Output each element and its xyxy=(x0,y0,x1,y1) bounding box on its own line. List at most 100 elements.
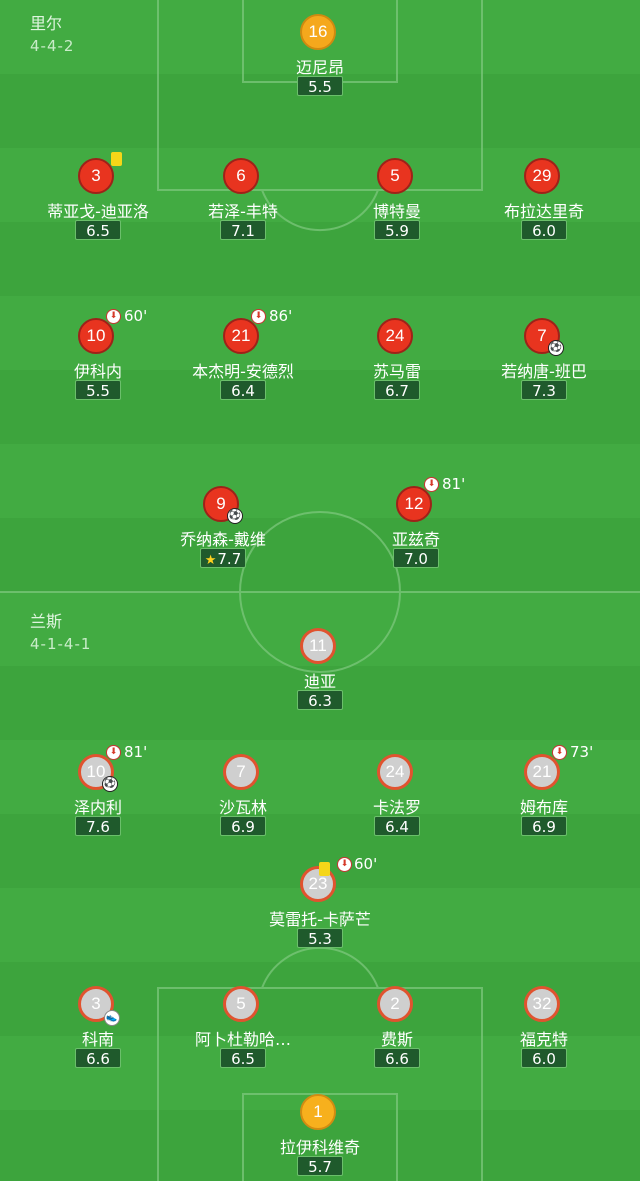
rating-value: 6.0 xyxy=(532,222,556,240)
player-name: 本杰明-安德烈 xyxy=(192,362,294,381)
substitution-icon: ⬇ xyxy=(337,857,352,872)
jersey-number: 24 xyxy=(377,754,413,790)
football-goal-icon: ⚽ xyxy=(548,340,564,356)
player-rating: 6.5 xyxy=(220,1048,266,1068)
yellow-card-icon xyxy=(111,152,122,166)
jersey-number: 23 xyxy=(300,866,336,902)
player-rating: 6.6 xyxy=(75,1048,121,1068)
rating-value: 5.3 xyxy=(308,930,332,948)
player-name: 费斯 xyxy=(380,1030,413,1049)
rating-value: 5.5 xyxy=(308,78,332,96)
jersey-number: 21 xyxy=(524,754,560,790)
jersey-number: 5 xyxy=(377,158,413,194)
rating-value: 6.4 xyxy=(385,818,409,836)
player-name: 乔纳森-戴维 xyxy=(180,530,266,549)
rating-value: 6.6 xyxy=(385,1050,409,1068)
player-rating: ★7.7 xyxy=(200,548,246,568)
rating-value: 6.9 xyxy=(231,818,255,836)
jersey-number: 11 xyxy=(300,628,336,664)
player-name: 布拉达里奇 xyxy=(503,202,584,221)
jersey-number: 10 xyxy=(78,318,114,354)
substitution-time: 60' xyxy=(354,855,378,873)
rating-value: 6.0 xyxy=(532,1050,556,1068)
rating-value: 7.1 xyxy=(231,222,255,240)
rating-value: 6.5 xyxy=(86,222,110,240)
player-rating: 7.0 xyxy=(393,548,439,568)
player-rating: 6.6 xyxy=(374,1048,420,1068)
player-rating: 5.5 xyxy=(297,76,343,96)
player-rating: 6.7 xyxy=(374,380,420,400)
rating-value: 6.3 xyxy=(308,692,332,710)
player-name: 福克特 xyxy=(519,1030,568,1049)
player-rating: 6.0 xyxy=(521,1048,567,1068)
player-rating: 7.6 xyxy=(75,816,121,836)
substitution-icon: ⬇ xyxy=(552,745,567,760)
away-formation: 4-1-4-1 xyxy=(30,635,92,653)
home-team-name: 里尔 xyxy=(30,14,63,33)
rating-value: 5.9 xyxy=(385,222,409,240)
jersey-number: 5 xyxy=(223,986,259,1022)
player-name: 科南 xyxy=(81,1030,114,1049)
rating-value: 6.4 xyxy=(231,382,255,400)
player-name: 沙瓦林 xyxy=(218,798,267,817)
rating-value: 7.7 xyxy=(217,550,242,568)
player-name: 若泽-丰特 xyxy=(208,202,278,221)
home-player-card[interactable]: 9⚽ 乔纳森-戴维★7.7 xyxy=(143,486,303,606)
jersey-number: 3 xyxy=(78,158,114,194)
player-rating: 7.3 xyxy=(521,380,567,400)
rating-value: 6.5 xyxy=(231,1050,255,1068)
player-rating: 6.9 xyxy=(521,816,567,836)
player-name: 拉伊科维奇 xyxy=(279,1138,360,1157)
player-rating: 6.3 xyxy=(297,690,343,710)
rating-value: 6.6 xyxy=(86,1050,110,1068)
away-team-name: 兰斯 xyxy=(30,612,63,631)
jersey-number: 21 xyxy=(223,318,259,354)
substitution-icon: ⬇ xyxy=(424,477,439,492)
player-rating: 5.7 xyxy=(297,1156,343,1176)
player-name: 伊科内 xyxy=(73,362,122,381)
player-rating: 7.1 xyxy=(220,220,266,240)
jersey-number: 29 xyxy=(524,158,560,194)
player-rating: 5.3 xyxy=(297,928,343,948)
substitution-icon: ⬇ xyxy=(106,309,121,324)
player-name: 亚兹奇 xyxy=(391,530,440,549)
player-rating: 6.4 xyxy=(220,380,266,400)
jersey-number: 1 xyxy=(300,1094,336,1130)
substitution-time: 86' xyxy=(269,307,293,325)
football-goal-icon: ⚽ xyxy=(227,508,243,524)
assist-boot-icon: 👟 xyxy=(104,1010,120,1026)
jersey-number: 32 xyxy=(524,986,560,1022)
rating-value: 7.3 xyxy=(532,382,556,400)
jersey-number: 2 xyxy=(377,986,413,1022)
substitution-time: 81' xyxy=(124,743,148,761)
jersey-number: 9 xyxy=(203,486,239,522)
player-name: 迈尼昂 xyxy=(295,58,344,77)
player-name: 蒂亚戈-迪亚洛 xyxy=(47,202,149,221)
yellow-card-icon xyxy=(319,862,330,876)
football-goal-icon: ⚽ xyxy=(102,776,118,792)
substitution-time: 81' xyxy=(442,475,466,493)
